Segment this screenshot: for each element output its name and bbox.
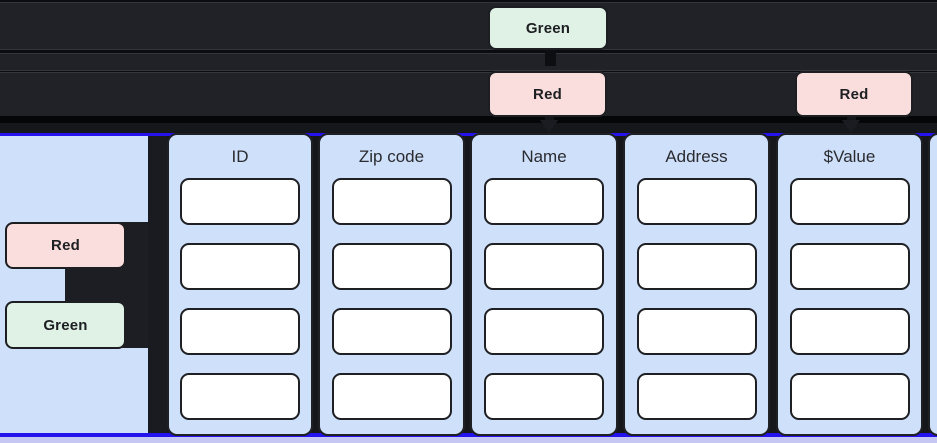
column-header: $Value [823, 146, 876, 166]
column-header: ID [231, 146, 249, 166]
table-column-name[interactable]: Name [470, 133, 618, 436]
table-cell[interactable] [180, 178, 300, 225]
table-cell[interactable] [789, 308, 910, 355]
column-header: Address [665, 146, 728, 166]
table-cell[interactable] [789, 178, 910, 225]
table-cell[interactable] [789, 373, 910, 420]
table-cell[interactable] [636, 178, 757, 225]
top-green-badge-label: Green [525, 19, 571, 37]
side-red-badge[interactable]: Red [5, 222, 126, 269]
container-selection-border-bottom [0, 433, 937, 437]
side-green-badge-label: Green [43, 316, 88, 334]
table-cell[interactable] [331, 243, 452, 290]
table-cell[interactable] [484, 308, 604, 355]
column-header: Name [521, 146, 567, 166]
table-cell[interactable] [636, 373, 757, 420]
top-red-badge-center[interactable]: Red [488, 71, 607, 117]
container-selection-border-top [0, 133, 937, 136]
lane-band-middle [0, 53, 937, 71]
table-column-address[interactable]: Address [623, 133, 770, 436]
connector-stub[interactable] [545, 48, 556, 66]
panel-column-gap [148, 136, 167, 433]
table-cell[interactable] [180, 243, 300, 290]
top-red-badge-right-label: Red [839, 85, 869, 103]
table-column-partial[interactable] [928, 133, 937, 436]
table-cell[interactable] [636, 308, 757, 355]
top-green-badge[interactable]: Green [488, 6, 608, 50]
table-column-zip-code[interactable]: Zip code [318, 133, 465, 436]
table-cell[interactable] [180, 308, 300, 355]
table-cell[interactable] [331, 308, 452, 355]
side-green-badge[interactable]: Green [5, 301, 126, 349]
table-cell[interactable] [484, 178, 604, 225]
table-cell[interactable] [636, 243, 757, 290]
lane-band-top [0, 2, 937, 50]
lane-divider [0, 116, 937, 123]
column-header: Zip code [358, 146, 425, 166]
table-cell[interactable] [331, 178, 452, 225]
top-red-badge-right[interactable]: Red [795, 71, 913, 117]
top-red-badge-center-label: Red [533, 85, 562, 103]
table-column-value[interactable]: $Value [776, 133, 923, 436]
table-cell[interactable] [331, 373, 452, 420]
bottom-strip [0, 437, 937, 443]
arrowhead-down-icon[interactable] [842, 120, 860, 133]
arrowhead-down-icon[interactable] [540, 120, 558, 133]
table-cell[interactable] [484, 243, 604, 290]
table-column-id[interactable]: ID [167, 133, 313, 436]
side-red-badge-label: Red [51, 237, 80, 254]
table-cell[interactable] [180, 373, 300, 420]
table-cell[interactable] [789, 243, 910, 290]
lane-band-bottom [0, 72, 937, 117]
table-cell[interactable] [484, 373, 604, 420]
